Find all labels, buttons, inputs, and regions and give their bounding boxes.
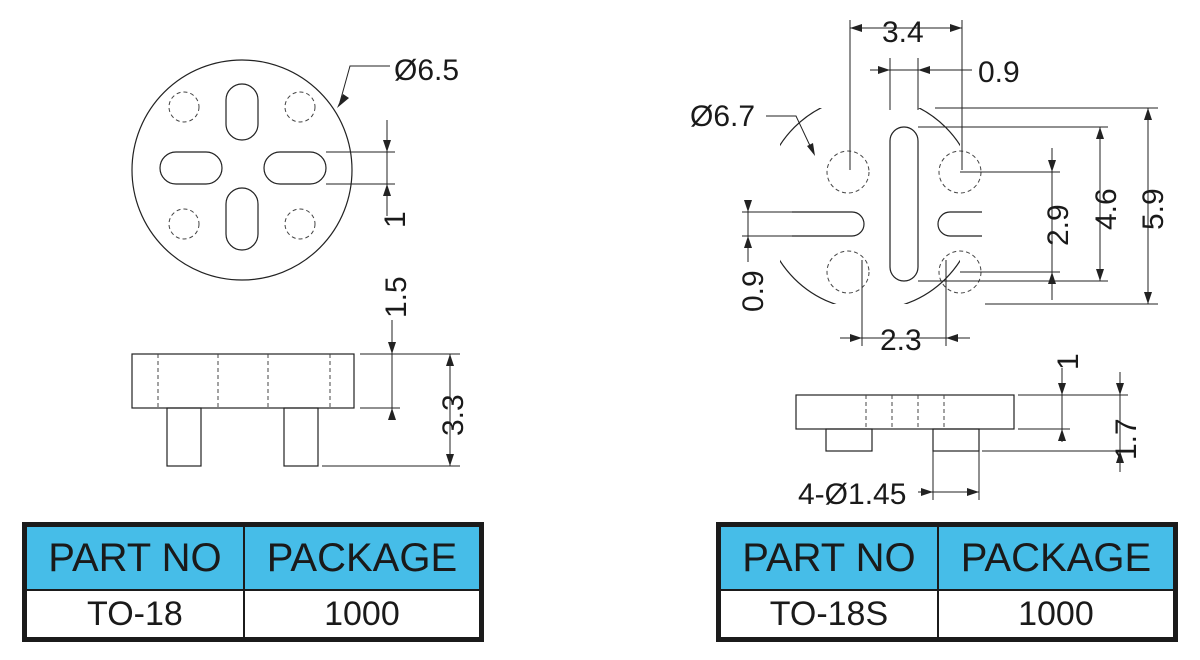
to18s-hole-spec-dimension xyxy=(918,451,980,500)
to18-side-view xyxy=(131,353,355,467)
package-header: PACKAGE xyxy=(242,523,483,591)
table-header-row: PART NO PACKAGE xyxy=(23,523,483,591)
to18s-hole-spacing-h-dimension xyxy=(840,260,970,346)
table-header-row: PART NO PACKAGE xyxy=(717,523,1177,591)
package-cell: 1000 xyxy=(242,589,483,641)
to18s-hole-spacing-v-label: 2.9 xyxy=(1042,204,1075,246)
to18s-base-thickness-label: 1 xyxy=(1052,353,1085,370)
to18s-top-width-label: 3.4 xyxy=(882,16,924,49)
to18s-flat-height-label: 5.9 xyxy=(1137,188,1170,230)
to18-diameter-label: Ø6.5 xyxy=(394,54,459,87)
to18s-diameter-label: Ø6.7 xyxy=(690,100,755,133)
to18s-hole-spec-label: 4-Ø1.45 xyxy=(798,478,906,511)
table-row: TO-18S 1000 xyxy=(717,589,1177,641)
to18s-top-view xyxy=(780,108,985,304)
to18-slot-width-label: 1 xyxy=(379,211,412,228)
to18s-slot-length-dimension xyxy=(918,126,1108,282)
to18s-slot-width-label: 0.9 xyxy=(978,56,1020,89)
to18s-flat-height-dimension xyxy=(935,107,1158,305)
to18-height-label: 3.3 xyxy=(437,394,470,436)
to18s-top-width-dimension xyxy=(849,20,963,170)
to18s-slot-length-label: 4.6 xyxy=(1090,188,1123,230)
to18s-slot-width-dimension xyxy=(870,58,972,110)
to18-top-view xyxy=(131,59,353,281)
to18-height-dimension xyxy=(322,354,460,467)
to18s-height-label: 1.7 xyxy=(1110,418,1143,460)
to18s-base-dimension xyxy=(1018,368,1128,442)
to18s-notch-dimension xyxy=(742,200,800,262)
part-no-cell: TO-18 xyxy=(23,589,245,641)
to18s-notch-label: 0.9 xyxy=(737,270,770,312)
to18s-height-dimension xyxy=(982,372,1128,472)
to18-base-thickness-label: 1.5 xyxy=(380,276,413,318)
to18s-part-table: PART NO PACKAGE TO-18S 1000 xyxy=(716,522,1178,642)
part-no-header: PART NO xyxy=(23,523,245,591)
to18s-hole-spacing-h-label: 2.3 xyxy=(880,324,922,357)
table-row: TO-18 1000 xyxy=(23,589,483,641)
part-no-header: PART NO xyxy=(717,523,939,591)
to18-base-dimension xyxy=(360,320,460,420)
to18-slot-dimension xyxy=(326,120,395,216)
package-cell: 1000 xyxy=(936,589,1177,641)
to18s-diameter-leader xyxy=(766,115,815,156)
to18-diameter-leader xyxy=(337,65,390,108)
package-header: PACKAGE xyxy=(936,523,1177,591)
to18s-side-view xyxy=(795,394,1015,452)
part-no-cell: TO-18S xyxy=(717,589,939,641)
to18-part-table: PART NO PACKAGE TO-18 1000 xyxy=(22,522,484,642)
